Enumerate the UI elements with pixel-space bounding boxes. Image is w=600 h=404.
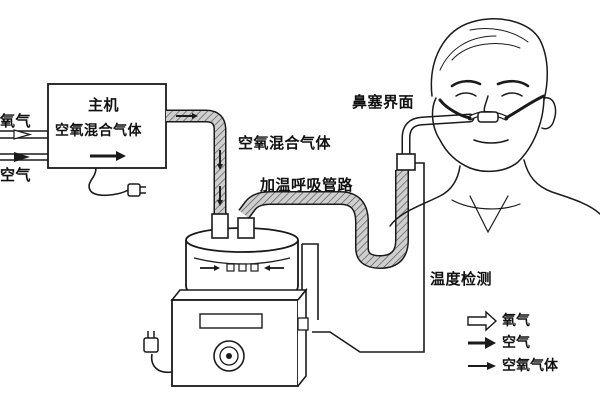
hollow-arrow-icon	[467, 310, 498, 332]
legend-oxygen: 氧气	[502, 313, 530, 329]
legend-air: 空气	[502, 335, 530, 351]
host-unit	[47, 83, 167, 169]
air-input-line	[0, 152, 48, 162]
nasal-interface-label: 鼻塞界面	[352, 93, 415, 111]
thin-arrow-icon	[468, 362, 496, 370]
temperature-probe-wire	[301, 162, 425, 353]
solid-arrow-icon	[468, 337, 496, 349]
mixed-gas-label: 空氧混合气体	[238, 134, 332, 152]
oxygen-input-line	[0, 129, 48, 140]
oxygen-input-label: 氧气	[0, 112, 32, 130]
host-subtitle: 空氧混合气体	[55, 123, 142, 139]
host-title: 主机	[88, 96, 120, 114]
heated-circuit-label: 加温呼吸管路	[260, 176, 354, 194]
heater-base	[170, 287, 309, 387]
legend-mixed-gas: 空氧气体	[502, 358, 558, 374]
host-power-cord	[88, 167, 146, 197]
heater-power-cord	[143, 331, 173, 374]
temperature-probe-label: 温度检测	[430, 270, 493, 288]
patient-illustration	[389, 18, 600, 234]
air-input-label: 空气	[0, 166, 32, 184]
humidifier-chamber	[185, 213, 299, 301]
host-to-humidifier-tube	[166, 109, 227, 214]
heated-breathing-circuit	[238, 113, 475, 269]
nasal-cannula	[438, 94, 546, 123]
